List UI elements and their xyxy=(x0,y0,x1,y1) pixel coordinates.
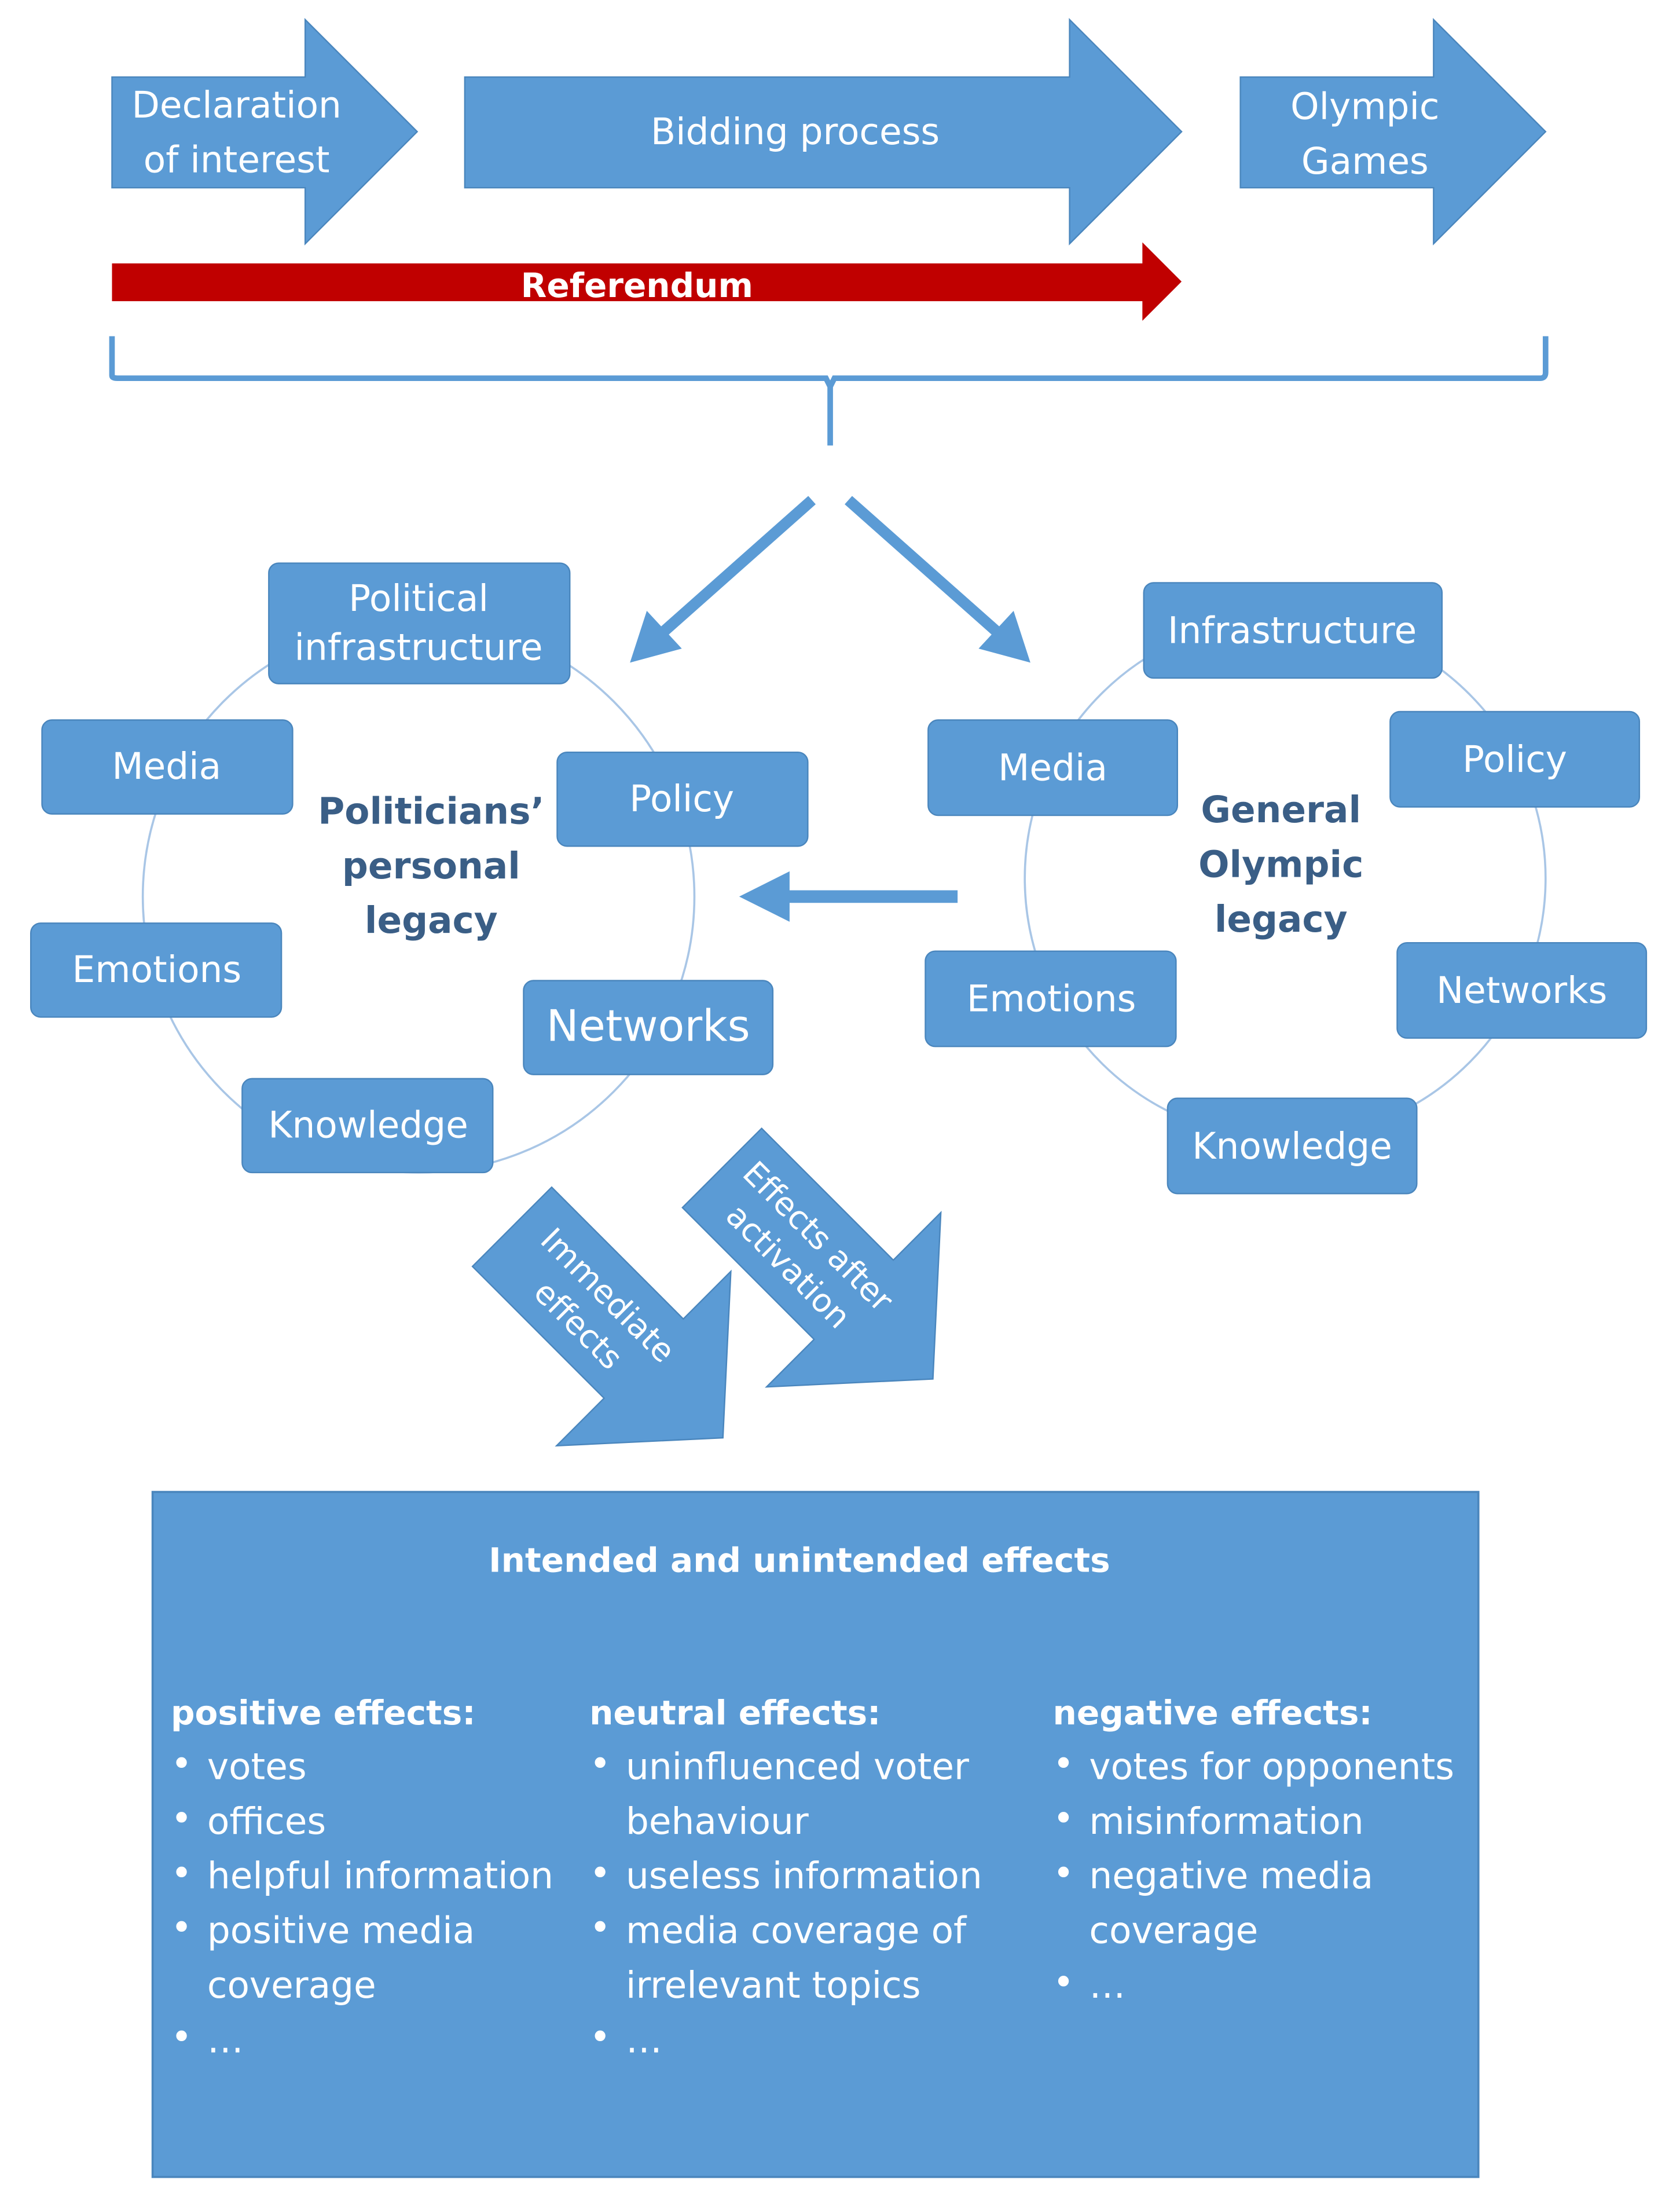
left-political-infrastructure-box xyxy=(268,562,571,684)
left-center-label-3: legacy xyxy=(365,899,498,942)
right-emotions-box xyxy=(925,950,1177,1047)
effects-box: Intended and unintended effects positive… xyxy=(151,1490,1480,2178)
referendum-arrow xyxy=(112,242,1182,321)
right-policy-label: Policy xyxy=(1462,738,1567,781)
neutral-bullet-2: • xyxy=(589,1852,611,1894)
negative-item-2: misinformation xyxy=(1089,1800,1363,1843)
positive-item-3: helpful information xyxy=(207,1855,553,1897)
negative-bullet-3: • xyxy=(1053,1852,1074,1894)
left-policy-label: Policy xyxy=(629,778,734,820)
arrow-to-left-head xyxy=(630,610,682,663)
right-infrastructure-box xyxy=(1143,582,1443,679)
positive-item-5: … xyxy=(207,2019,244,2061)
neutral-item-1b: behaviour xyxy=(626,1800,809,1843)
right-infrastructure-label: Infrastructure xyxy=(1168,609,1417,651)
timeline: Declaration of interest Bidding process … xyxy=(109,17,1549,446)
referendum-label: Referendum xyxy=(521,266,753,305)
positive-bullet-2: • xyxy=(171,1797,192,1840)
positive-bullet-5: • xyxy=(171,2016,192,2058)
neutral-item-1a: uninfluenced voter xyxy=(626,1745,969,1788)
olympic-games-arrow xyxy=(1239,17,1547,246)
positive-bullet-1: • xyxy=(171,1743,192,1785)
neutral-bullet-1: • xyxy=(589,1743,611,1785)
effects-box-background xyxy=(151,1490,1480,2178)
left-media-box xyxy=(41,719,294,815)
left-knowledge-label: Knowledge xyxy=(268,1104,468,1146)
positive-item-4b: coverage xyxy=(207,1964,376,2006)
right-center-label-2: Olympic xyxy=(1198,843,1363,885)
left-center-label-1: Politicians’ xyxy=(318,790,544,833)
negative-item-3a: negative media xyxy=(1089,1855,1373,1897)
positive-heading: positive effects: xyxy=(171,1693,476,1733)
positive-item-1: votes xyxy=(207,1745,307,1788)
left-political-infrastructure-label-1: Political xyxy=(349,577,489,620)
left-political-infrastructure-label-2: infrastructure xyxy=(295,626,543,668)
immediate-effects-shape xyxy=(471,1186,732,1447)
timeline-brace xyxy=(109,336,1549,446)
right-center-label-1: General xyxy=(1201,789,1361,831)
neutral-bullet-3: • xyxy=(589,1907,611,1949)
bidding-label: Bidding process xyxy=(651,111,940,153)
left-networks-label: Networks xyxy=(546,1001,750,1052)
right-knowledge-box xyxy=(1167,1097,1418,1195)
neutral-item-3b: irrelevant topics xyxy=(626,1964,920,2006)
left-center-label-2: personal xyxy=(342,845,520,887)
right-networks-box xyxy=(1396,942,1648,1039)
left-policy-box xyxy=(556,751,809,847)
right-media-label: Media xyxy=(998,747,1107,789)
left-cluster: Politicians’ personal legacy Political i… xyxy=(30,562,809,1174)
after-activation-shape xyxy=(681,1127,942,1388)
left-knowledge-box xyxy=(241,1078,494,1174)
negative-heading: negative effects: xyxy=(1053,1693,1373,1733)
right-media-box xyxy=(927,719,1178,816)
positive-bullet-4: • xyxy=(171,1907,192,1949)
right-cluster: General Olympic legacy Infrastructure Me… xyxy=(925,582,1648,1195)
declaration-label-1: Declaration xyxy=(131,84,341,126)
bidding-arrow xyxy=(464,17,1183,246)
neutral-item-4: … xyxy=(626,2019,662,2061)
neutral-bullet-4: • xyxy=(589,2016,611,2058)
negative-bullet-2: • xyxy=(1053,1797,1074,1840)
right-policy-box xyxy=(1389,710,1641,808)
olympic-games-label-1: Olympic xyxy=(1290,86,1439,128)
negative-bullet-1: • xyxy=(1053,1743,1074,1785)
effects-title: Intended and unintended effects xyxy=(489,1540,1110,1580)
positive-item-4a: positive media xyxy=(207,1910,475,1952)
right-center-label-3: legacy xyxy=(1215,898,1348,940)
declaration-arrow xyxy=(111,17,419,246)
olympic-games-label-2: Games xyxy=(1301,140,1429,182)
positive-item-2: offices xyxy=(207,1800,326,1843)
split-arrows xyxy=(630,496,1030,922)
left-emotions-label: Emotions xyxy=(72,948,242,991)
negative-item-1: votes for opponents xyxy=(1089,1745,1454,1788)
right-to-left-arrow-head xyxy=(739,871,790,922)
arrow-to-left-shaft xyxy=(648,496,816,646)
neutral-item-3a: media coverage of xyxy=(626,1910,967,1952)
left-media-label: Media xyxy=(112,745,221,788)
negative-bullet-4: • xyxy=(1053,1961,1074,2003)
right-emotions-label: Emotions xyxy=(967,978,1136,1020)
right-networks-label: Networks xyxy=(1436,969,1607,1012)
negative-item-4: … xyxy=(1089,1964,1125,2006)
left-emotions-box xyxy=(30,922,283,1018)
left-networks-box xyxy=(523,980,774,1075)
negative-item-3b: coverage xyxy=(1089,1910,1258,1952)
neutral-item-2: useless information xyxy=(626,1855,982,1897)
declaration-label-2: of interest xyxy=(144,139,330,181)
right-knowledge-label: Knowledge xyxy=(1192,1125,1392,1167)
arrow-to-right-head xyxy=(978,610,1030,663)
positive-bullet-3: • xyxy=(171,1852,192,1894)
arrow-to-right-shaft xyxy=(845,496,1012,646)
neutral-heading: neutral effects: xyxy=(589,1693,881,1733)
